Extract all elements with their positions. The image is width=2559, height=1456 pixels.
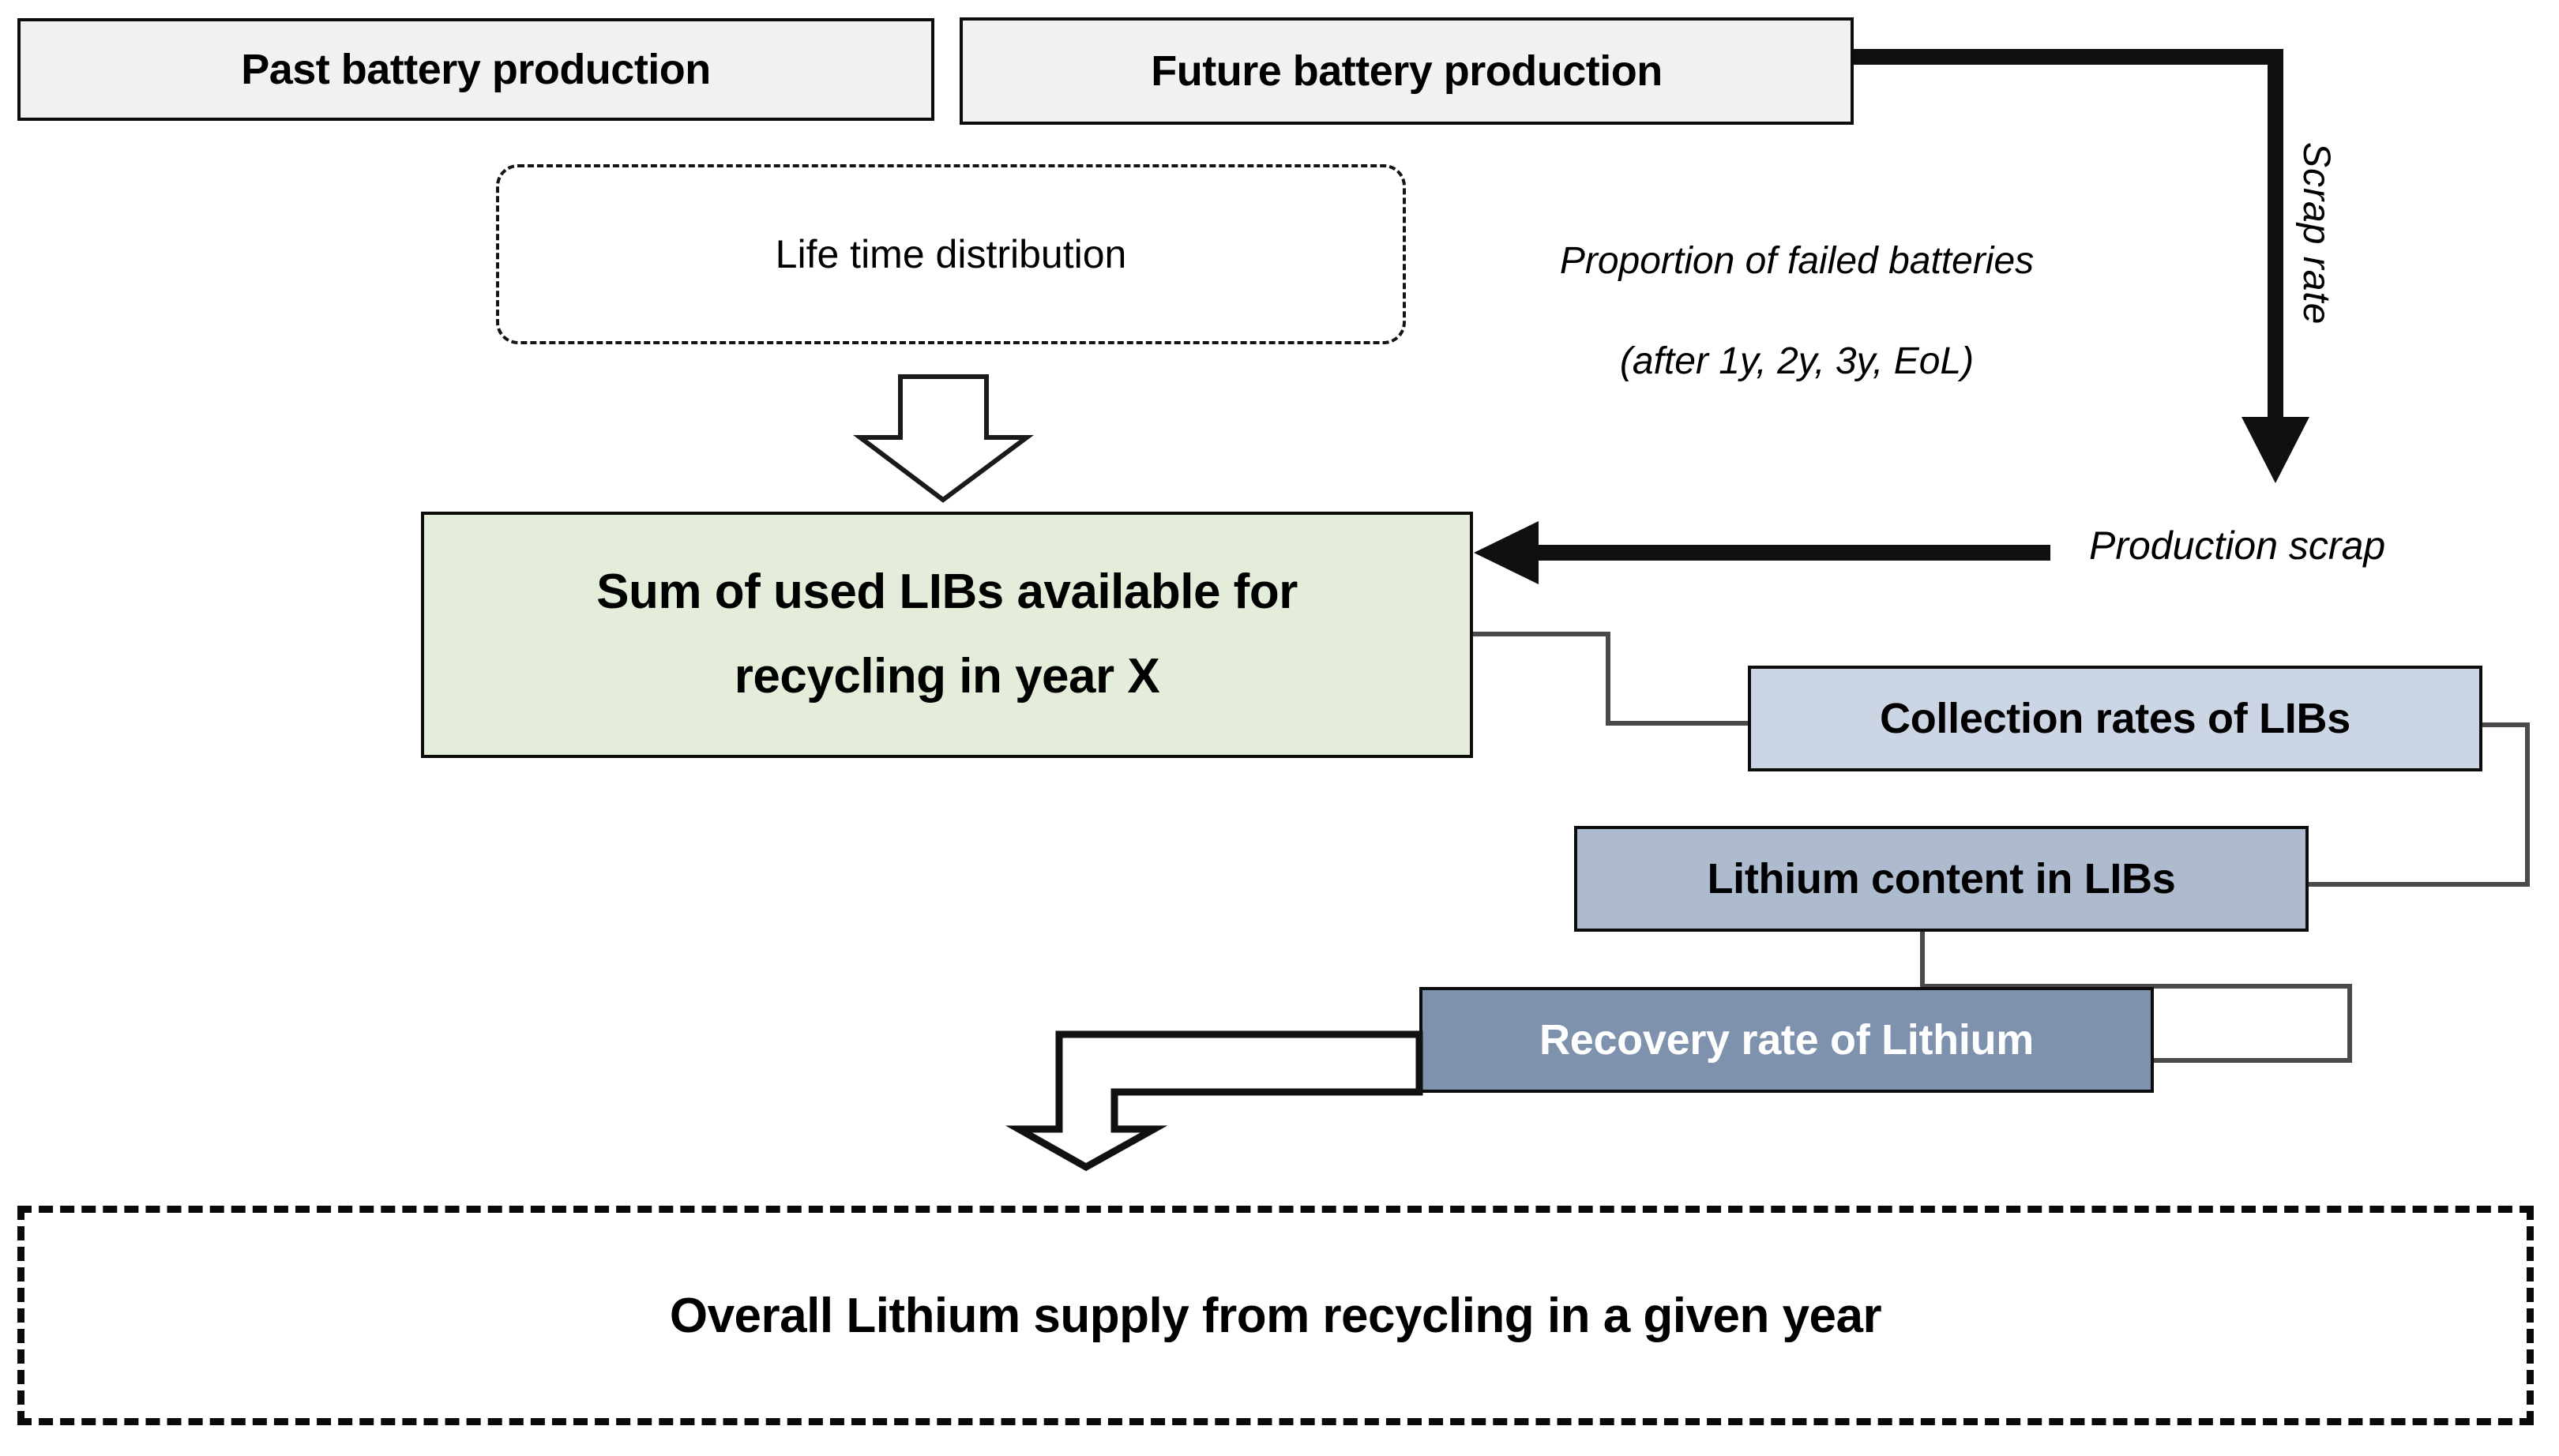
node-future-battery-production-label: Future battery production [1151,47,1663,95]
edge-sum-to-collection-rates [1473,632,1748,726]
annotation-failed-batteries-line2: (after 1y, 2y, 3y, EoL) [1619,340,1975,383]
annotation-production-scrap: Production scrap [2089,523,2386,568]
node-future-battery-production[interactable]: Future battery production [960,17,1854,125]
node-life-time-distribution-label: Life time distribution [775,232,1127,276]
annotation-scrap-rate: Scrap rate [2295,142,2337,325]
node-lithium-content-in-libs-label: Lithium content in LIBs [1707,855,2176,902]
node-past-battery-production[interactable]: Past battery production [17,18,934,121]
node-overall-lithium-supply[interactable]: Overall Lithium supply from recycling in… [17,1206,2534,1425]
arrow-production-scrap [1474,521,2050,584]
node-sum-of-used-libs[interactable]: Sum of used LIBs available for recycling… [421,512,1473,758]
node-recovery-rate-of-lithium[interactable]: Recovery rate of Lithium [1419,987,2154,1093]
node-past-battery-production-label: Past battery production [241,46,711,93]
node-sum-of-used-libs-line1: Sum of used LIBs available for [596,565,1298,620]
node-sum-of-used-libs-label: Sum of used LIBs available for recycling… [424,550,1470,719]
annotation-failed-batteries-line1: Proportion of failed batteries [1559,240,2035,283]
arrow-lifetime-to-sum [853,374,1035,503]
node-collection-rates-of-libs-label: Collection rates of LIBs [1880,695,2350,742]
node-sum-of-used-libs-line2: recycling in year X [734,649,1160,704]
node-overall-lithium-supply-label: Overall Lithium supply from recycling in… [669,1288,1882,1343]
annotation-proportion-of-failed-batteries: Proportion of failed batteries (after 1y… [1489,186,2105,386]
node-life-time-distribution[interactable]: Life time distribution [496,164,1406,344]
node-lithium-content-in-libs[interactable]: Lithium content in LIBs [1574,826,2309,932]
node-collection-rates-of-libs[interactable]: Collection rates of LIBs [1748,666,2482,771]
node-recovery-rate-of-lithium-label: Recovery rate of Lithium [1539,1016,2034,1064]
arrow-recovery-to-overall-supply [1005,1030,1423,1172]
